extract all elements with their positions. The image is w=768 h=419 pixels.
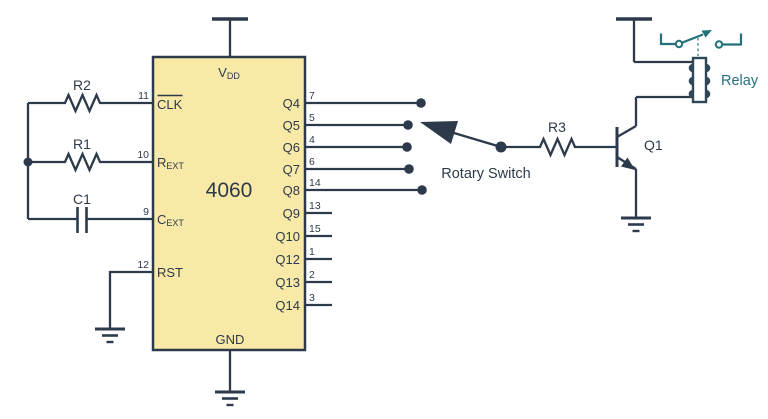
rotary-switch-label: Rotary Switch [441,166,530,182]
vdd-label: VDD [218,65,240,81]
pin-label-q10: Q10 [275,229,300,244]
pin-number-12: 12 [137,259,149,271]
contact-terminal-right [722,33,743,46]
q4-contact-dot [416,98,426,108]
c1-label: C1 [73,191,91,207]
pin-number-14: 14 [309,177,321,189]
r1-label: R1 [73,136,91,152]
pin-number-11: 11 [138,90,149,102]
pin-number-15: 15 [309,223,321,235]
pin-number-6: 6 [309,156,315,168]
pin-number-13: 13 [309,200,321,212]
wiper-arm [453,131,502,149]
switch-arrow-icon [701,30,712,38]
ic-name: 4060 [206,179,253,202]
contact-terminal-left [659,33,676,46]
pin-label-cext: CEXT [157,212,184,228]
rc-network: R2 R1 C1 [23,77,153,233]
pin-label-q13: Q13 [275,275,300,290]
pin-label-q8: Q8 [283,183,300,198]
relay-coil [688,56,711,104]
contact-pole-left [674,39,684,49]
pin-label-rst: RST [157,265,183,280]
gnd-label: GND [216,332,245,347]
resistor-r3 [536,136,579,158]
pin-label-clk: CLK [157,97,183,112]
relay-section: Relay [616,17,759,104]
pin-label-q7: Q7 [283,162,300,177]
pin-label-q4: Q4 [283,96,300,111]
ground-symbol-rst [95,327,125,344]
q6-contact-dot [402,142,412,152]
rst-ground-branch [95,270,153,344]
q5-contact-dot [403,120,413,130]
pin-label-q9: Q9 [283,206,300,221]
pin-number-4: 4 [309,134,315,146]
pin-number-9: 9 [143,206,149,218]
resistor-r2 [61,92,104,114]
pin-label-q12: Q12 [275,252,300,267]
pin-label-q14: Q14 [275,298,300,313]
pin-label-rext: REXT [157,155,184,171]
q7-contact-dot [404,164,414,174]
collector-diagonal [616,125,637,138]
ground-symbol-ic [215,390,245,407]
emitter-arrow-icon [621,157,635,170]
switch-blade [682,33,704,44]
wiper-arrow-icon [420,121,458,144]
driver-stage: R3 Q1 [501,97,663,233]
contact-pole-right [714,40,724,49]
output-contacts [305,98,427,307]
relay-label: Relay [721,73,759,89]
relay-contact-switch [659,30,743,49]
pin-number-7: 7 [309,90,315,102]
rst-wire [108,270,153,329]
pin-number-2: 2 [309,269,315,281]
pin-label-q6: Q6 [283,140,300,155]
ic-body [151,55,307,352]
r2-label: R2 [73,77,91,93]
r3-label: R3 [548,119,566,135]
ic-4060: 4060 VDD GND 11 10 9 12 CLK REXT CEXT RS… [137,17,321,407]
pin-number-10: 10 [137,149,149,161]
pin-label-q5: Q5 [283,118,300,133]
rotary-switch: Rotary Switch [420,121,531,182]
q8-contact-dot [417,185,427,195]
pin-number-3: 3 [309,292,315,304]
pin-number-1: 1 [309,246,315,258]
resistor-r1 [61,151,104,173]
coil-body [691,56,708,104]
q1-label: Q1 [644,137,663,153]
ground-symbol-emitter [621,216,651,233]
pin-number-5: 5 [309,112,315,124]
